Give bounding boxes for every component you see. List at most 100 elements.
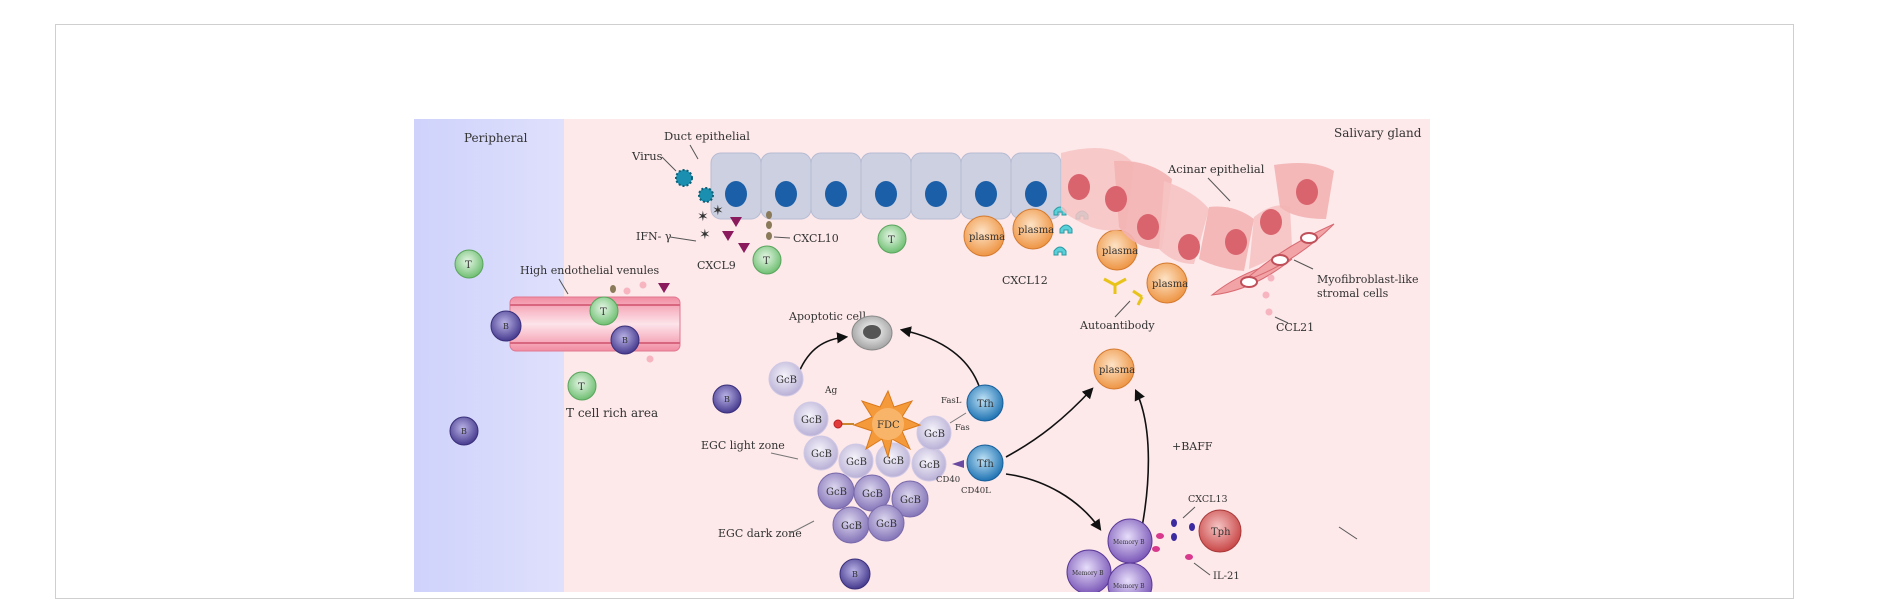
svg-text:T: T <box>888 235 895 246</box>
svg-text:GcB: GcB <box>919 460 940 471</box>
svg-text:Memory B: Memory B <box>1113 539 1145 546</box>
hev-label: High endothelial venules <box>520 264 660 277</box>
apoptotic-cell <box>851 315 893 351</box>
svg-text:plasma: plasma <box>1102 246 1138 257</box>
cytokine-icons <box>1152 519 1195 560</box>
hev-chemokines <box>610 281 670 363</box>
tph-cell: Tph <box>1198 509 1242 553</box>
memory-b-cell: Memory B <box>1066 549 1112 592</box>
gcb-cell: GcB <box>891 480 929 518</box>
svg-text:plasma: plasma <box>969 232 1005 243</box>
plasma-cell: plasma <box>1012 208 1054 250</box>
il21-label: IL-21 <box>1213 571 1240 582</box>
svg-text:GcB: GcB <box>801 415 822 426</box>
svg-text:✶: ✶ <box>699 227 711 243</box>
svg-text:T: T <box>465 260 472 271</box>
gcb-cell: GcB <box>803 435 839 471</box>
gcb-cell: GcB <box>832 506 870 544</box>
b-cell: B <box>712 384 742 414</box>
gcb-cell: GcB <box>875 442 911 478</box>
egc-dark-zone-label: EGC dark zone <box>718 527 802 540</box>
duct-epithelial-label: Duct epithelial <box>664 129 750 143</box>
svg-text:B: B <box>852 570 858 579</box>
gcb-cell: GcB <box>853 474 891 512</box>
svg-text:plasma: plasma <box>1099 365 1135 376</box>
svg-text:GcB: GcB <box>900 495 921 506</box>
virus-icon <box>675 169 714 203</box>
svg-text:plasma: plasma <box>1018 225 1054 236</box>
svg-text:B: B <box>503 322 509 331</box>
fasl-label: FasL <box>941 396 962 406</box>
memory-b-cell: Memory B <box>1107 562 1153 592</box>
ifn-gamma-label: IFN- γ <box>636 230 672 243</box>
svg-text:B: B <box>622 336 628 345</box>
t-cell: T <box>567 371 597 401</box>
virus-label: Virus <box>631 149 663 163</box>
gcb-cell: GcB <box>838 443 874 479</box>
gcb-cell: GcB <box>793 401 829 437</box>
b-cell: B <box>490 310 522 342</box>
ccl21-icons <box>1262 274 1275 316</box>
cxcl10-label: CXCL10 <box>793 232 839 245</box>
cxcl13-label: CXCL13 <box>1188 494 1228 505</box>
svg-text:GcB: GcB <box>841 521 862 532</box>
svg-text:GcB: GcB <box>811 449 832 460</box>
svg-text:T: T <box>763 256 770 267</box>
svg-text:Tfh: Tfh <box>977 459 994 470</box>
gcb-cell: GcB <box>916 415 952 451</box>
fdc-cell: FDC <box>852 389 922 459</box>
svg-text:plasma: plasma <box>1152 279 1188 290</box>
egc-light-zone-label: EGC light zone <box>701 439 785 452</box>
svg-text:T: T <box>578 382 585 393</box>
t-cell: T <box>589 296 619 326</box>
pathogenesis-diagram: Peripheral Salivary gland Duct epithelia… <box>414 119 1430 592</box>
cd40-label: CD40 <box>936 475 960 485</box>
svg-text:✶: ✶ <box>697 209 709 225</box>
b-cell: B <box>839 558 871 590</box>
antigen-icon <box>833 419 854 429</box>
myofibroblast-label-line1: Myofibroblast-like <box>1317 273 1418 286</box>
acinar-epithelial-label: Acinar epithelial <box>1167 162 1265 176</box>
apoptotic-cell-label: Apoptotic cell <box>788 310 866 323</box>
t-cell: T <box>877 224 907 254</box>
svg-text:GcB: GcB <box>924 429 945 440</box>
svg-text:Tph: Tph <box>1211 527 1231 538</box>
fas-label: Fas <box>955 423 970 433</box>
cxcl9-label: CXCL9 <box>697 259 736 272</box>
svg-text:T: T <box>600 307 607 318</box>
autoantibody-icon <box>1103 277 1144 306</box>
t-cell: T <box>454 249 484 279</box>
t-cell: T <box>752 245 782 275</box>
svg-text:Memory B: Memory B <box>1072 570 1104 577</box>
duct-epithelium <box>710 152 1062 220</box>
svg-text:B: B <box>724 395 730 404</box>
svg-text:✶: ✶ <box>712 203 724 219</box>
peripheral-region <box>414 119 564 592</box>
svg-text:GcB: GcB <box>883 456 904 467</box>
memory-b-cell: Memory B <box>1107 518 1153 564</box>
b-cell: B <box>610 325 640 355</box>
cd40l-label: CD40L <box>961 486 991 496</box>
autoantibody-label: Autoantibody <box>1079 319 1155 332</box>
svg-text:FDC: FDC <box>877 420 900 431</box>
tfh-cell: Tfh <box>966 444 1004 482</box>
svg-text:Tfh: Tfh <box>977 399 994 410</box>
chemokine-icons: ✶ ✶ ✶ <box>697 203 772 253</box>
salivary-gland-label: Salivary gland <box>1334 126 1422 140</box>
plasma-cell: plasma <box>1093 348 1135 390</box>
svg-text:GcB: GcB <box>846 457 867 468</box>
ccl21-label: CCL21 <box>1276 321 1314 334</box>
baff-label: +BAFF <box>1172 440 1213 453</box>
cxcl12-label: CXCL12 <box>1002 274 1048 287</box>
peripheral-label: Peripheral <box>464 131 528 145</box>
ag-label: Ag <box>824 386 837 396</box>
plasma-cell: plasma <box>1146 262 1188 304</box>
gcb-cell: GcB <box>867 504 905 542</box>
gcb-cell: GcB <box>817 472 855 510</box>
myofibroblast-cells <box>1210 223 1335 296</box>
b-cell: B <box>449 416 479 446</box>
svg-text:GcB: GcB <box>876 519 897 530</box>
svg-text:Memory B: Memory B <box>1113 583 1145 590</box>
svg-text:B: B <box>461 427 467 436</box>
svg-text:GcB: GcB <box>862 489 883 500</box>
